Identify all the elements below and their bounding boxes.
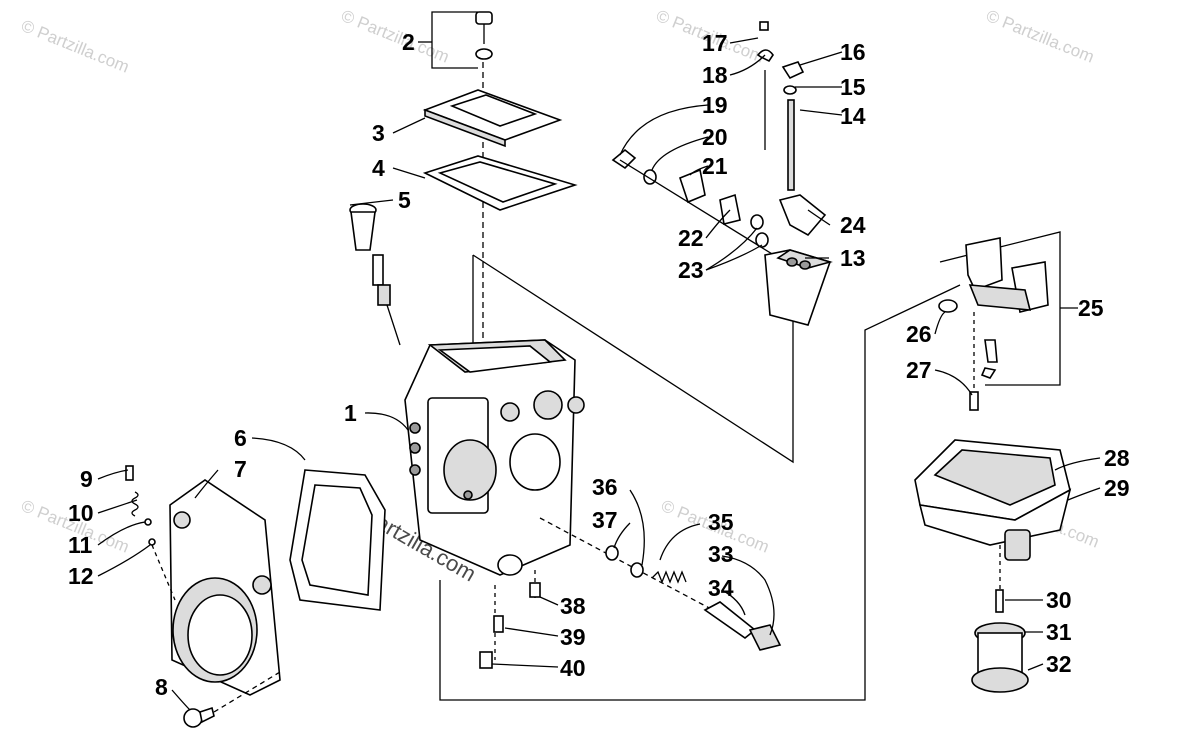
gasket-part-6 — [289, 469, 386, 611]
adjust-parts-33-37 — [539, 517, 782, 651]
callout-10: 10 — [68, 500, 94, 526]
callout-21: 21 — [702, 153, 728, 179]
callout-20: 20 — [702, 124, 728, 150]
callout-17: 17 — [702, 30, 728, 56]
jets-38-40 — [479, 570, 541, 669]
callout-14: 14 — [840, 103, 866, 129]
watermark: © Partzilla.com — [984, 6, 1097, 67]
callout-39: 39 — [560, 624, 586, 650]
small-parts-9-12 — [125, 465, 176, 601]
callout-7: 7 — [234, 456, 247, 482]
callout-33: 33 — [708, 541, 734, 567]
callout-labels: 2 3 4 5 1 6 7 8 9 10 11 12 17 18 19 20 2… — [68, 29, 1130, 700]
screw-part-8 — [183, 671, 281, 728]
plunger-part-5 — [349, 203, 401, 346]
callout-25: 25 — [1078, 295, 1104, 321]
callout-29: 29 — [1104, 475, 1130, 501]
callout-11: 11 — [68, 532, 93, 558]
callout-36: 36 — [592, 474, 618, 500]
callout-23: 23 — [678, 257, 704, 283]
callout-13: 13 — [840, 245, 866, 271]
callout-16: 16 — [840, 39, 866, 65]
screw-part-2 — [475, 11, 493, 60]
float-assembly-25-27 — [938, 237, 1049, 411]
callout-35: 35 — [708, 509, 734, 535]
callout-4: 4 — [372, 155, 385, 181]
callout-22: 22 — [678, 225, 704, 251]
callout-18: 18 — [702, 62, 728, 88]
callout-30: 30 — [1046, 587, 1072, 613]
float-bowl-28-32 — [914, 439, 1072, 693]
flange-part-7 — [169, 479, 281, 696]
callout-3: 3 — [372, 120, 385, 146]
leader-lines — [97, 37, 1101, 711]
callout-40: 40 — [560, 655, 586, 681]
callout-31: 31 — [1046, 619, 1072, 645]
callout-32: 32 — [1046, 651, 1072, 677]
callout-28: 28 — [1104, 445, 1130, 471]
callout-34: 34 — [708, 575, 734, 601]
callout-6: 6 — [234, 425, 247, 451]
cover-part-3 — [422, 89, 563, 148]
callout-24: 24 — [840, 212, 866, 238]
throttle-assembly-13-24 — [611, 21, 833, 326]
callout-26: 26 — [906, 321, 932, 347]
callout-1: 1 — [344, 400, 357, 426]
callout-5: 5 — [398, 187, 411, 213]
callout-12: 12 — [68, 563, 94, 589]
watermark: © Partzilla.com — [19, 16, 132, 77]
callout-9: 9 — [80, 466, 93, 492]
carburetor-body-part-1 — [404, 339, 585, 576]
gasket-part-4 — [422, 155, 578, 211]
callout-15: 15 — [840, 74, 866, 100]
callout-37: 37 — [592, 507, 618, 533]
watermark: © Partzilla.com — [339, 6, 452, 67]
callout-2: 2 — [402, 29, 415, 55]
callout-8: 8 — [155, 674, 168, 700]
callout-19: 19 — [702, 92, 728, 118]
callout-38: 38 — [560, 593, 586, 619]
callout-27: 27 — [906, 357, 932, 383]
